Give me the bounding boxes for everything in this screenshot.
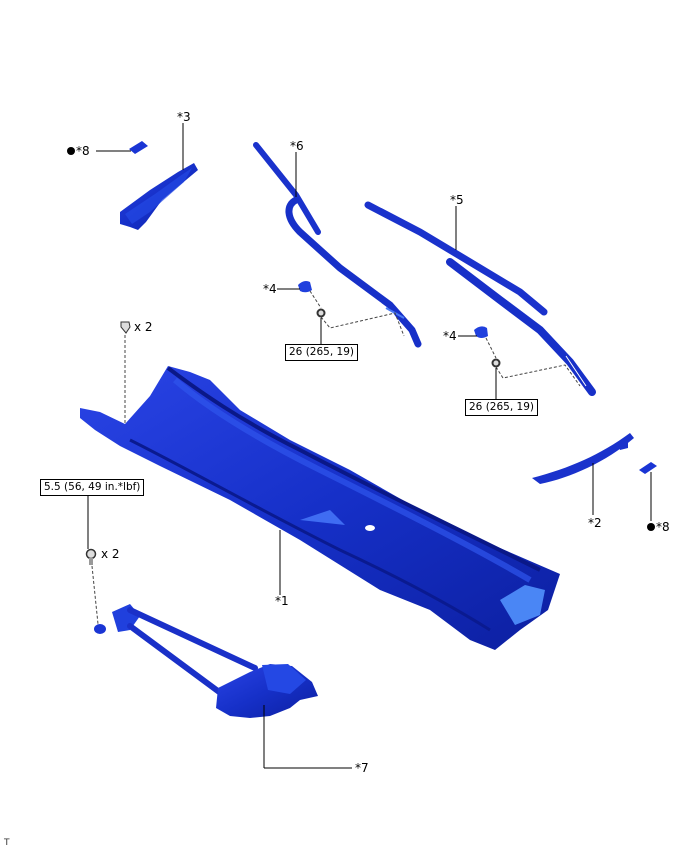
head-cap-part-right (474, 326, 488, 338)
callout-label: *8 (76, 144, 90, 158)
callout-1: *1 (275, 594, 289, 608)
callout-label: *8 (656, 520, 670, 534)
callout-2: *2 (588, 516, 602, 530)
callout-8-right: *8 (647, 520, 670, 534)
bolt-quantity: x 2 (101, 547, 120, 561)
callout-3: *3 (177, 110, 191, 124)
torque-spec-right-nut: 26 (265, 19) (465, 399, 538, 416)
non-reusable-dot-icon (67, 147, 75, 155)
nut-icon-right (491, 358, 501, 368)
clip-part-8-left (129, 141, 148, 154)
non-reusable-dot-icon (647, 523, 655, 531)
cowl-side-seal-right-part (532, 433, 634, 484)
clip-fastener-icon (120, 321, 131, 334)
corner-mark: T (4, 838, 10, 848)
wiper-arm-left-part (253, 142, 422, 348)
callout-4-right: *4 (443, 329, 457, 343)
callout-6: *6 (290, 139, 304, 153)
clip-part-8-right (639, 462, 657, 474)
clip-quantity: x 2 (134, 320, 153, 334)
wiper-arm-right-part (364, 201, 596, 396)
callout-4-left: *4 (263, 282, 277, 296)
callout-5: *5 (450, 193, 464, 207)
torque-spec-bolt: 5.5 (56, 49 in.*lbf) (40, 479, 145, 496)
callout-7: *7 (355, 761, 369, 775)
cowl-louver-part (80, 366, 560, 650)
wiper-motor-link-part (94, 604, 318, 718)
bolt-icon (85, 548, 97, 565)
callout-8-left: *8 (67, 144, 90, 158)
torque-spec-left-nut: 26 (265, 19) (285, 344, 358, 361)
nut-icon-left (316, 308, 326, 318)
head-cap-part-left (298, 281, 312, 293)
cowl-side-seal-left-part (120, 163, 198, 230)
